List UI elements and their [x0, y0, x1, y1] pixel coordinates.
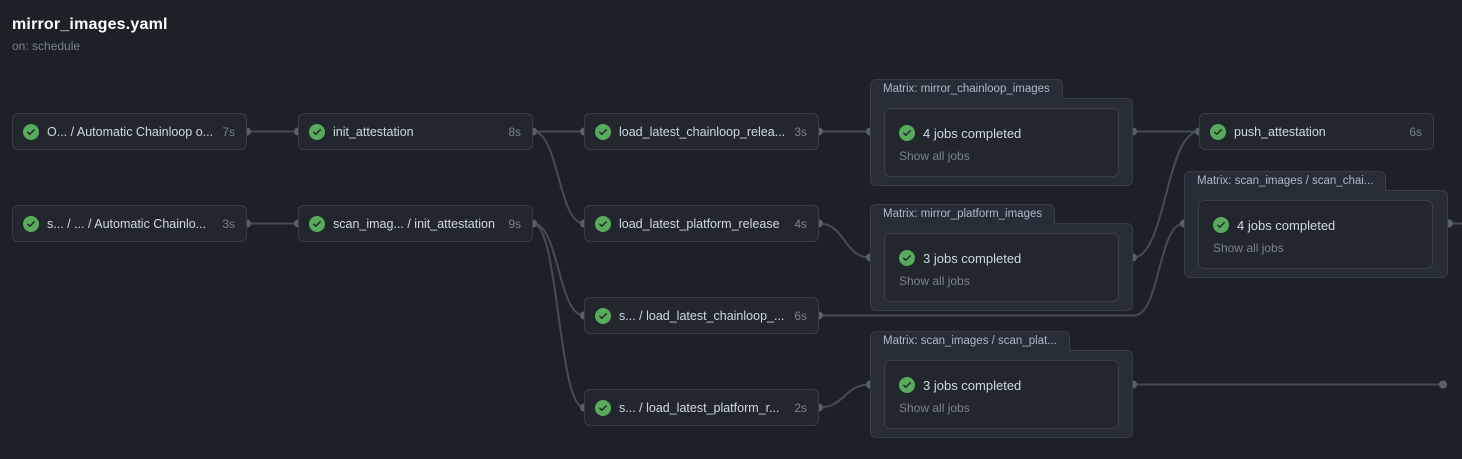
workflow-trigger: on: schedule	[12, 39, 81, 53]
show-all-jobs-link[interactable]: Show all jobs	[899, 274, 970, 288]
matrix-scan-platform-images: 3 jobs completed Show all jobs	[870, 350, 1133, 438]
job-duration: 4s	[794, 216, 807, 231]
show-all-jobs-link[interactable]: Show all jobs	[1213, 241, 1284, 255]
show-all-jobs-link[interactable]: Show all jobs	[899, 401, 970, 415]
job-node-push-attestation[interactable]: push_attestation 6s	[1199, 113, 1434, 150]
job-node-automatic-chainloop[interactable]: O... / Automatic Chainloop o... 7s	[12, 113, 247, 150]
success-icon	[595, 307, 611, 324]
job-label: push_attestation	[1234, 124, 1326, 139]
job-node-load-chainloop-release[interactable]: load_latest_chainloop_relea... 3s	[584, 113, 819, 150]
matrix-summary: 4 jobs completed	[923, 125, 1022, 141]
job-duration: 2s	[794, 400, 807, 415]
job-node-scan-automatic-chainloop[interactable]: s... / ... / Automatic Chainlo... 3s	[12, 205, 247, 242]
job-node-scan-load-platform[interactable]: s... / load_latest_platform_r... 2s	[584, 389, 819, 426]
success-icon	[1210, 123, 1226, 140]
success-icon	[899, 377, 915, 393]
matrix-mirror-platform-images: 3 jobs completed Show all jobs	[870, 223, 1133, 311]
job-duration: 7s	[222, 124, 235, 139]
matrix-label-tab: Matrix: mirror_chainloop_images	[870, 79, 1063, 99]
job-node-load-platform-release[interactable]: load_latest_platform_release 4s	[584, 205, 819, 242]
job-label: O... / Automatic Chainloop o...	[47, 124, 214, 139]
job-duration: 8s	[508, 124, 521, 139]
matrix-summary: 4 jobs completed	[1237, 217, 1336, 233]
job-duration: 6s	[794, 308, 807, 323]
success-icon	[899, 250, 915, 266]
workflow-header: mirror_images.yaml on: schedule	[12, 16, 168, 53]
workflow-title: mirror_images.yaml	[12, 16, 168, 33]
job-node-init-attestation[interactable]: init_attestation 8s	[298, 113, 533, 150]
success-icon	[595, 215, 611, 232]
matrix-summary-card[interactable]: 3 jobs completed Show all jobs	[884, 360, 1119, 429]
job-label: scan_imag... / init_attestation	[333, 216, 495, 231]
matrix-summary-card[interactable]: 4 jobs completed Show all jobs	[884, 108, 1119, 177]
job-duration: 6s	[1409, 124, 1422, 139]
job-label: load_latest_platform_release	[619, 216, 780, 231]
matrix-mirror-chainloop-images: 4 jobs completed Show all jobs	[870, 98, 1133, 186]
matrix-summary: 3 jobs completed	[923, 377, 1022, 393]
job-label: s... / load_latest_platform_r...	[619, 400, 780, 415]
matrix-label-tab: Matrix: scan_images / scan_plat...	[870, 331, 1070, 351]
job-label: init_attestation	[333, 124, 414, 139]
job-duration: 3s	[794, 124, 807, 139]
success-icon	[23, 215, 39, 232]
job-label: s... / load_latest_chainloop_...	[619, 308, 785, 323]
show-all-jobs-link[interactable]: Show all jobs	[899, 149, 970, 163]
matrix-summary-card[interactable]: 3 jobs completed Show all jobs	[884, 233, 1119, 302]
job-label: s... / ... / Automatic Chainlo...	[47, 216, 207, 231]
job-label: load_latest_chainloop_relea...	[619, 124, 786, 139]
success-icon	[1213, 217, 1229, 233]
success-icon	[595, 123, 611, 140]
job-node-scan-init-attestation[interactable]: scan_imag... / init_attestation 9s	[298, 205, 533, 242]
matrix-summary-card[interactable]: 4 jobs completed Show all jobs	[1198, 200, 1433, 269]
success-icon	[23, 123, 39, 140]
success-icon	[595, 399, 611, 416]
matrix-label-tab: Matrix: scan_images / scan_chai...	[1184, 171, 1387, 191]
job-duration: 9s	[508, 216, 521, 231]
success-icon	[309, 123, 325, 140]
job-node-scan-load-chainloop[interactable]: s... / load_latest_chainloop_... 6s	[584, 297, 819, 334]
success-icon	[309, 215, 325, 232]
matrix-label-tab: Matrix: mirror_platform_images	[870, 204, 1056, 224]
matrix-scan-chainloop-images: 4 jobs completed Show all jobs	[1184, 190, 1448, 278]
job-duration: 3s	[222, 216, 235, 231]
success-icon	[899, 125, 915, 141]
matrix-summary: 3 jobs completed	[923, 250, 1022, 266]
